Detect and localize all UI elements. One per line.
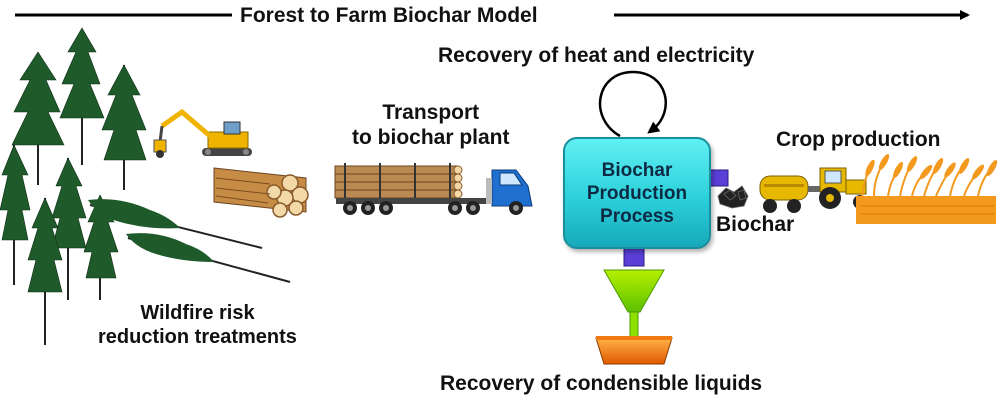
condensible-liquids-label: Recovery of condensible liquids	[440, 372, 763, 395]
biochar-pile-icon	[717, 185, 749, 209]
funnel-icon	[603, 269, 665, 339]
process-label-line3: Process	[600, 205, 674, 227]
logging-truck-icon	[334, 163, 533, 215]
diagram-title: Forest to Farm Biochar Model	[236, 4, 542, 28]
process-label-line1: Biochar	[601, 159, 673, 181]
wildfire-label-line2: reduction treatments	[98, 326, 297, 348]
wheat-field-icon	[856, 154, 998, 224]
forest-trees	[0, 27, 147, 345]
process-label-line2: Production	[586, 182, 688, 204]
felled-tree-icon	[88, 199, 263, 249]
log-pile-icon	[213, 167, 309, 218]
transport-label: Transport to biochar plant	[352, 100, 510, 150]
transport-label-line2: to biochar plant	[352, 126, 510, 149]
tree-icon	[59, 27, 105, 165]
tree-icon	[11, 51, 65, 185]
tree-icon	[0, 144, 31, 285]
harvester-icon	[153, 108, 252, 158]
wildfire-treatment-label: Wildfire risk reduction treatments	[98, 301, 297, 349]
felled-tree-icon	[126, 233, 291, 283]
liquid-tray-icon	[595, 336, 673, 365]
wildfire-label-line1: Wildfire risk	[140, 302, 255, 324]
tree-icon	[27, 197, 63, 345]
crop-production-label: Crop production	[776, 128, 941, 151]
biochar-production-process-box: Biochar Production Process	[563, 137, 711, 249]
tree-icon	[101, 64, 147, 190]
heat-recovery-label: Recovery of heat and electricity	[438, 44, 755, 67]
tractor-icon	[759, 167, 867, 213]
felled-trees	[88, 199, 291, 283]
heat-recovery-loop-arrow	[598, 70, 667, 138]
biochar-label: Biochar	[716, 213, 795, 236]
tree-icon	[51, 157, 87, 300]
transport-label-line1: Transport	[382, 101, 480, 124]
